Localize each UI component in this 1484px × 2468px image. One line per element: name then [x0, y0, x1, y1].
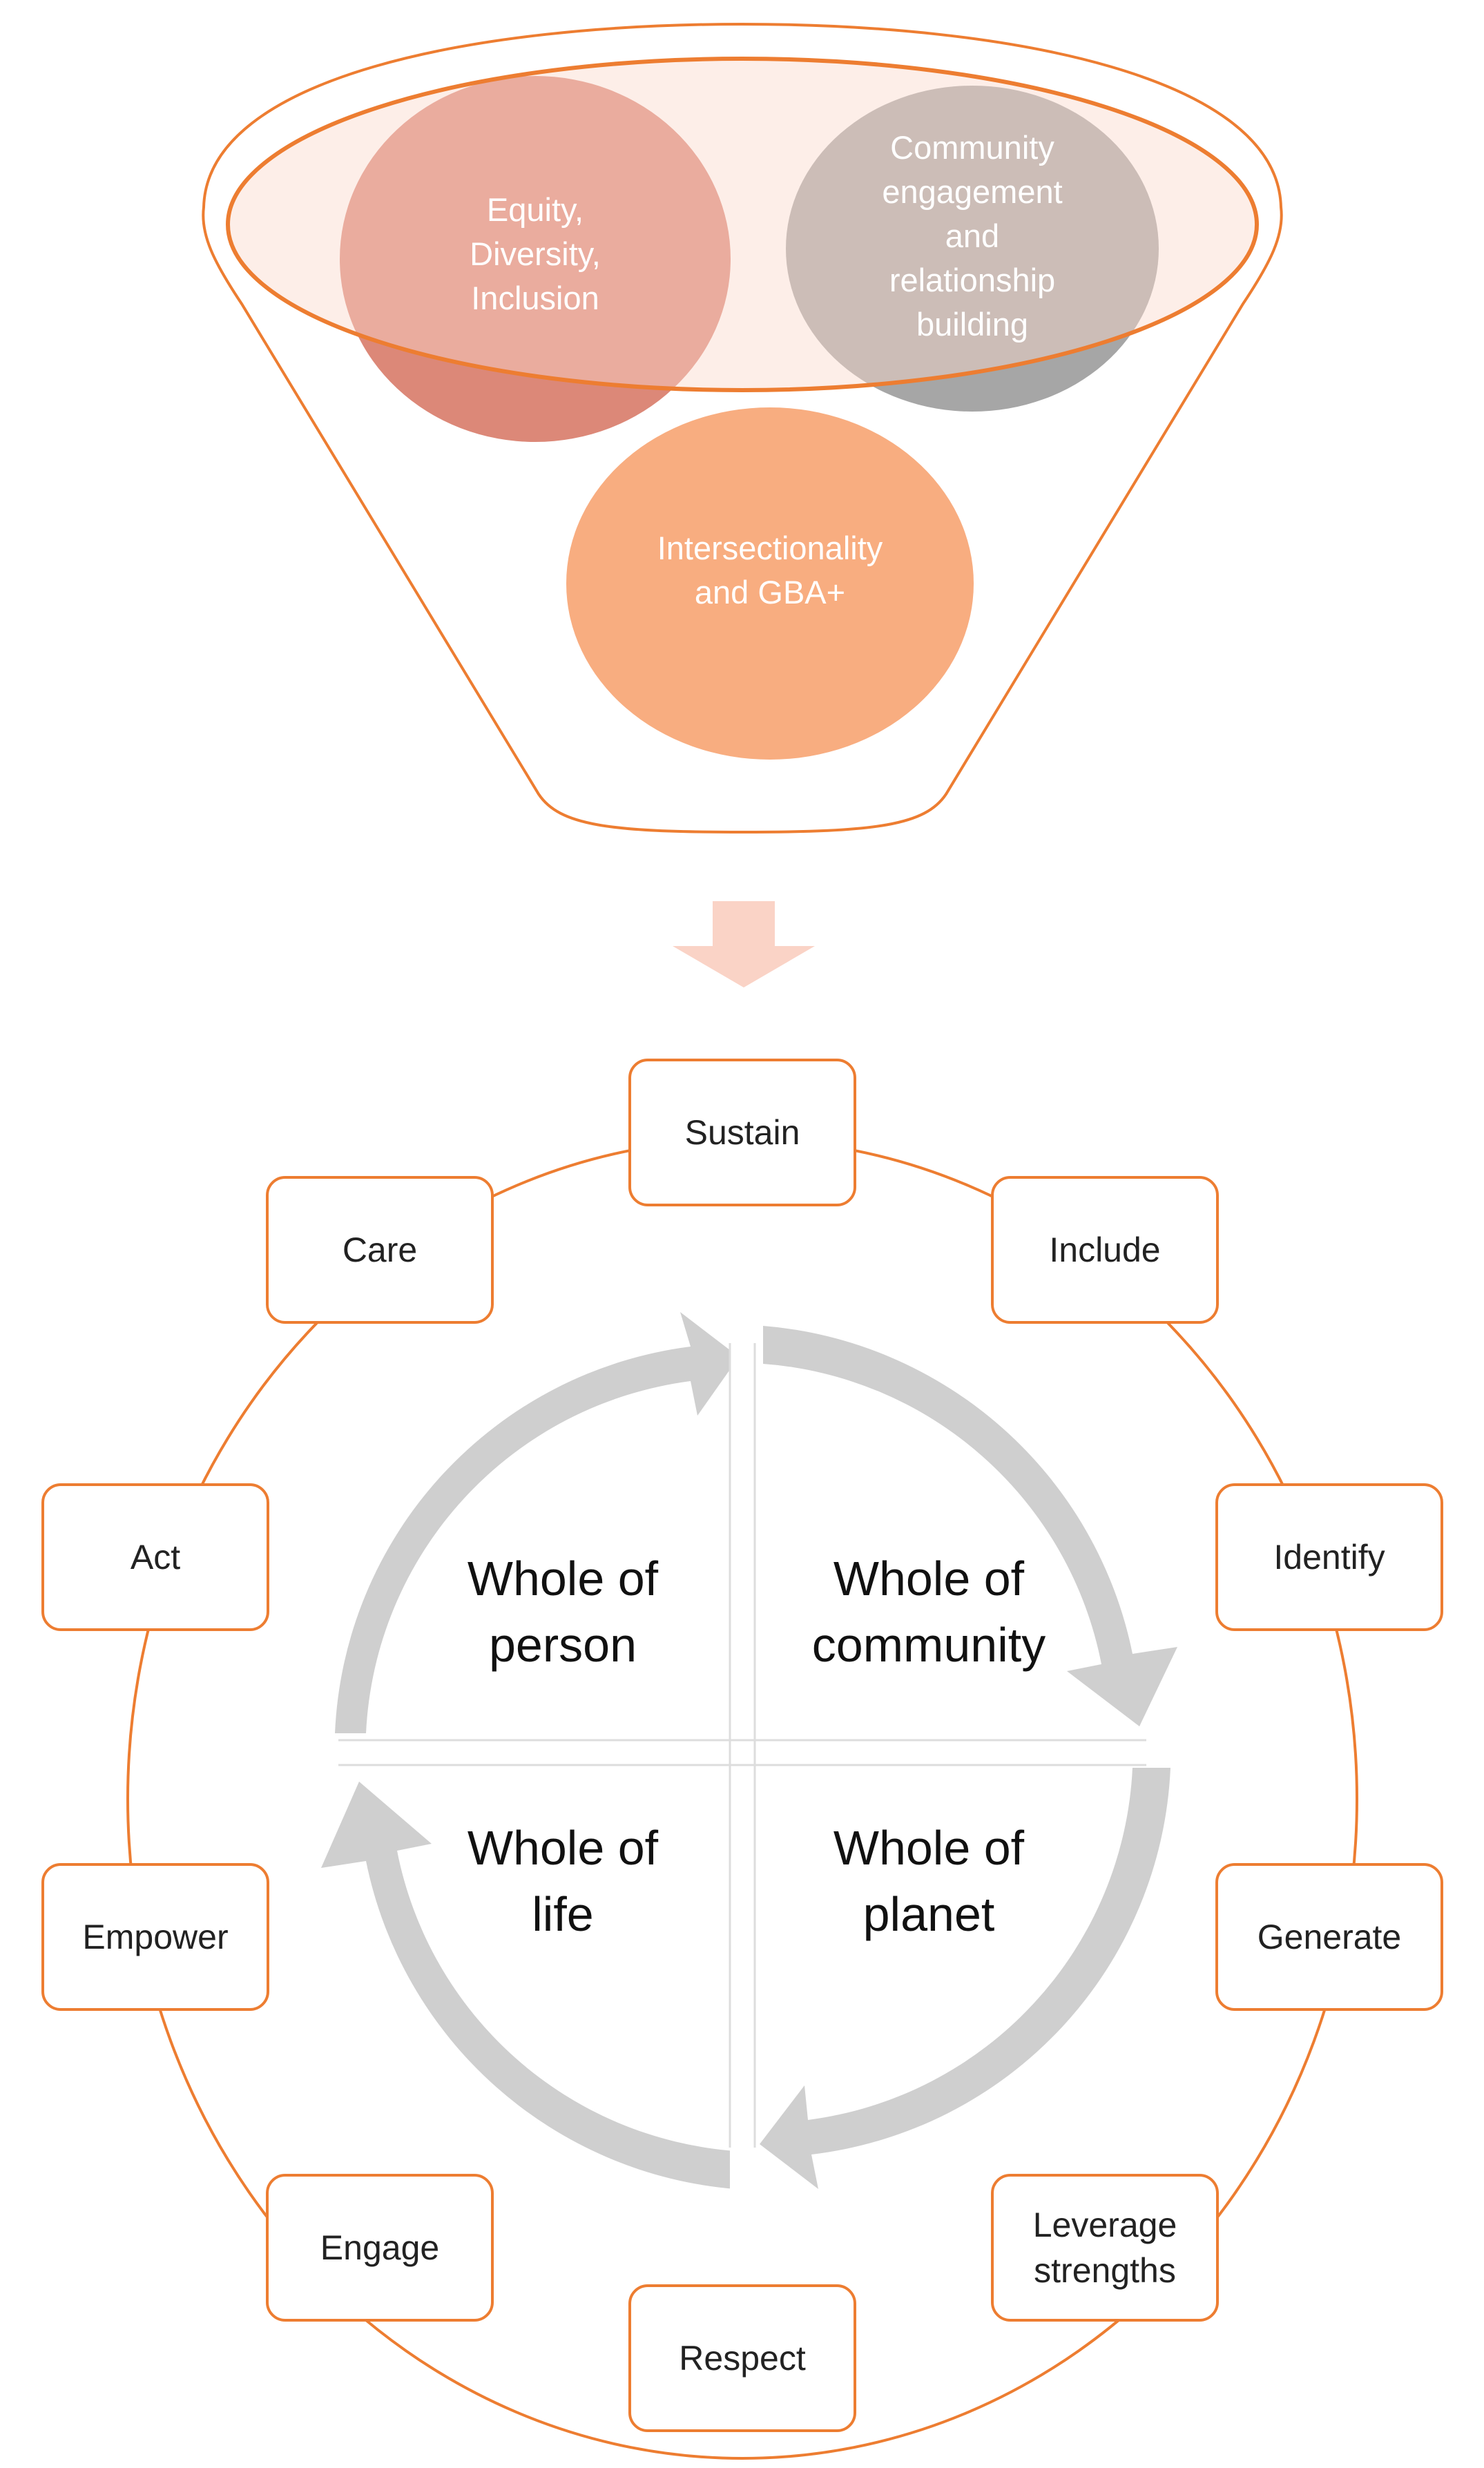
text-line: relationship: [889, 262, 1055, 298]
step-label: Empower: [82, 1918, 228, 1956]
text-line: Equity,: [487, 191, 584, 228]
text-line: Diversity,: [470, 235, 601, 272]
quadrant-planet-label: Whole of planet: [833, 1821, 1025, 1941]
step-box: [991, 2174, 1219, 2322]
text-line: and GBA+: [695, 574, 845, 610]
text-line: life: [532, 1887, 593, 1941]
circle-community-label: Community engagement and relationship buildi…: [882, 129, 1062, 343]
step-label: Respect: [679, 2339, 806, 2378]
step-box: [628, 1059, 856, 1206]
text-line: planet: [863, 1887, 995, 1941]
step-label: Act: [131, 1538, 180, 1577]
circle-intersectionality: [566, 407, 974, 760]
step-empower: Empower: [41, 1863, 269, 2011]
text-line: Inclusion: [471, 280, 599, 316]
text-line: Community: [890, 129, 1054, 166]
funnel-outline: [202, 22, 1283, 834]
divider-horizontal: [304, 1740, 1181, 1765]
step-label: Engage: [320, 2228, 439, 2267]
step-label: Sustain: [685, 1113, 800, 1152]
step-box: [41, 1483, 269, 1631]
step-leverage-strengths: Leverage strengths: [991, 2174, 1219, 2322]
step-box: [1215, 1483, 1443, 1631]
funnel-section: Equity, Diversity, Inclusion Community enga…: [202, 22, 1283, 834]
quadrant-community-label: Whole of community: [812, 1552, 1045, 1672]
text-line: Empower: [82, 1918, 228, 1956]
step-box: [1215, 1863, 1443, 2011]
step-identify: Identify: [1215, 1483, 1443, 1631]
step-respect: Respect: [628, 2284, 856, 2432]
step-box: [41, 1863, 269, 2011]
text-line: strengths: [1034, 2251, 1176, 2290]
text-line: Leverage: [1033, 2206, 1177, 2244]
step-label: Leverage strengths: [1033, 2206, 1177, 2290]
step-include: Include: [991, 1176, 1219, 1324]
text-line: Engage: [320, 2228, 439, 2267]
text-line: Sustain: [685, 1113, 800, 1152]
arc-arrow-bottom-left: [321, 1782, 735, 2189]
text-line: Whole of: [833, 1552, 1025, 1606]
step-label: Care: [343, 1231, 417, 1269]
text-line: Generate: [1257, 1918, 1401, 1956]
cycle-section: Whole of person Whole of community Whole o…: [41, 1059, 1443, 2460]
text-line: Care: [343, 1231, 417, 1269]
step-label: Identify: [1273, 1538, 1385, 1577]
text-line: person: [489, 1618, 637, 1672]
circular-arrows: [321, 1312, 1177, 2189]
text-line: Include: [1049, 1231, 1160, 1269]
step-engage: Engage: [266, 2174, 494, 2322]
step-sustain: Sustain: [628, 1059, 856, 1206]
down-arrow: [673, 901, 815, 987]
text-line: and: [945, 218, 999, 254]
step-label: Include: [1049, 1231, 1160, 1269]
quadrant-life-label: Whole of life: [468, 1821, 659, 1941]
step-label: Generate: [1257, 1918, 1401, 1956]
step-box: [991, 1176, 1219, 1324]
circle-intersectionality-label: Intersectionality and GBA+: [657, 530, 883, 610]
text-line: engagement: [882, 173, 1062, 210]
text-line: Whole of: [468, 1821, 659, 1875]
circle-edi: [340, 76, 731, 442]
step-generate: Generate: [1215, 1863, 1443, 2011]
funnel-inner-ellipse: [226, 57, 1259, 392]
step-box: [266, 2174, 494, 2322]
circle-community: [786, 86, 1159, 412]
text-line: community: [812, 1618, 1045, 1672]
text-line: building: [916, 306, 1028, 343]
arc-arrow-bottom-right: [760, 1768, 1170, 2189]
circle-edi-label: Equity, Diversity, Inclusion: [470, 191, 601, 316]
text-line: Whole of: [468, 1552, 659, 1606]
text-line: Intersectionality: [657, 530, 883, 566]
quadrant-person-label: Whole of person: [468, 1552, 659, 1672]
step-act: Act: [41, 1483, 269, 1631]
step-box: [266, 1176, 494, 1324]
arc-arrow-top-left: [335, 1312, 739, 1733]
arc-arrow-top-right: [763, 1326, 1177, 1726]
step-box: [628, 2284, 856, 2432]
step-care: Care: [266, 1176, 494, 1324]
text-line: Respect: [679, 2339, 806, 2378]
text-line: Identify: [1273, 1538, 1385, 1577]
text-line: Act: [131, 1538, 180, 1577]
text-line: Whole of: [833, 1821, 1025, 1875]
